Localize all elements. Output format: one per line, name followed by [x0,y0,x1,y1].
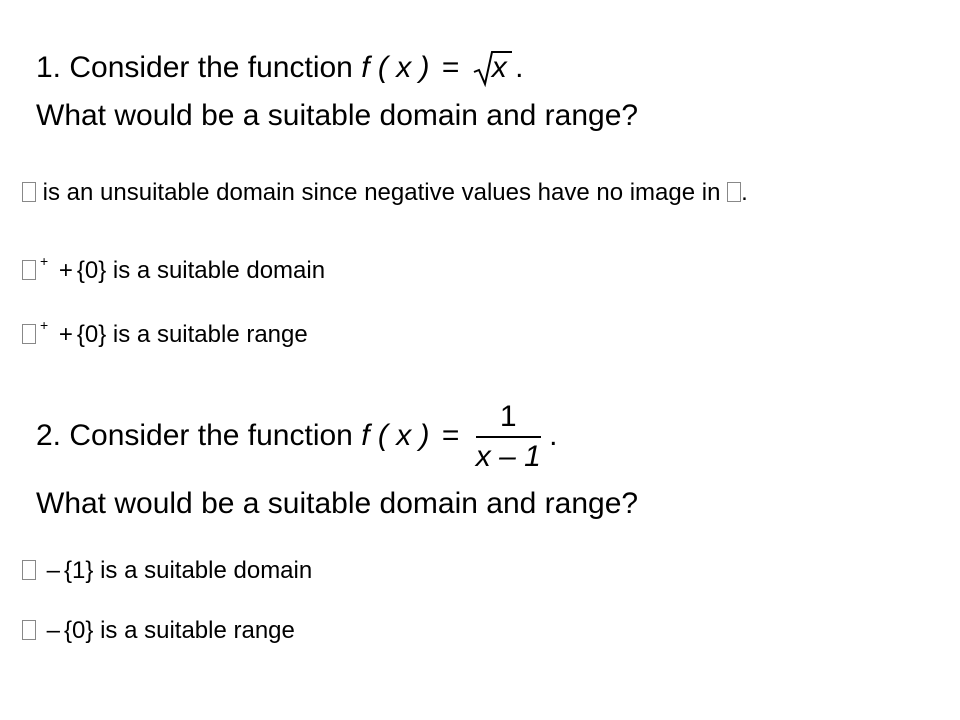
set: {0} [76,321,107,348]
q2-answer-1: –{1} is a suitable domain [22,556,312,586]
set-symbol-icon [22,620,36,640]
q1-heading: 1. Consider the function f ( x ) = x . [36,50,524,88]
q1-equals: = [441,51,460,84]
q1-answer-2: + +{0} is a suitable domain [22,246,325,286]
q2-numerator: 1 [475,398,541,438]
q2-answer-2: –{0} is a suitable range [22,616,295,646]
q1-sqrt: x [472,50,512,88]
superscript: + [40,253,49,269]
q2-answer-1-text: is a suitable domain [93,557,313,584]
set-symbol-icon [22,260,36,280]
q1-answer-2-text: is a suitable domain [106,257,326,284]
set-symbol-icon [22,324,36,344]
superscript: + [40,317,49,333]
q1-period: . [515,51,524,84]
q1-prefix: 1. Consider the function [36,51,362,84]
q1-function: f ( x ) [361,51,430,84]
set-symbol-icon [22,182,36,202]
q1-answer-3-text: is a suitable range [106,321,308,348]
q1-answer-1-text: is an unsuitable domain since negative v… [42,179,728,206]
operator: + [58,257,73,284]
operator: + [58,321,73,348]
q2-equals: = [441,418,460,452]
set: {0} [76,257,107,284]
q2-function: f ( x ) [361,418,430,452]
operator: – [46,617,61,644]
q1-radicand: x [491,51,507,84]
set-symbol-icon [22,560,36,580]
q2-answer-2-text: is a suitable range [93,617,295,644]
q1-answer-3: + +{0} is a suitable range [22,310,308,350]
q2-heading: 2. Consider the function f ( x ) = 1 x –… [36,398,557,476]
q2-denominator: x – 1 [475,440,541,473]
operator: – [46,557,61,584]
q2-fraction: 1 x – 1 [475,398,541,476]
set: {0} [64,617,94,644]
set: {1} [64,557,94,584]
q2-period: . [549,418,558,452]
q2-prefix: 2. Consider the function [36,418,362,452]
q1-answer-1: is an unsuitable domain since negative v… [22,178,748,208]
radical-icon [473,51,512,88]
q1-question: What would be a suitable domain and rang… [36,99,639,132]
q2-question: What would be a suitable domain and rang… [36,487,639,520]
set-symbol-icon [727,182,742,202]
q1-answer-1-tail: . [741,179,748,206]
